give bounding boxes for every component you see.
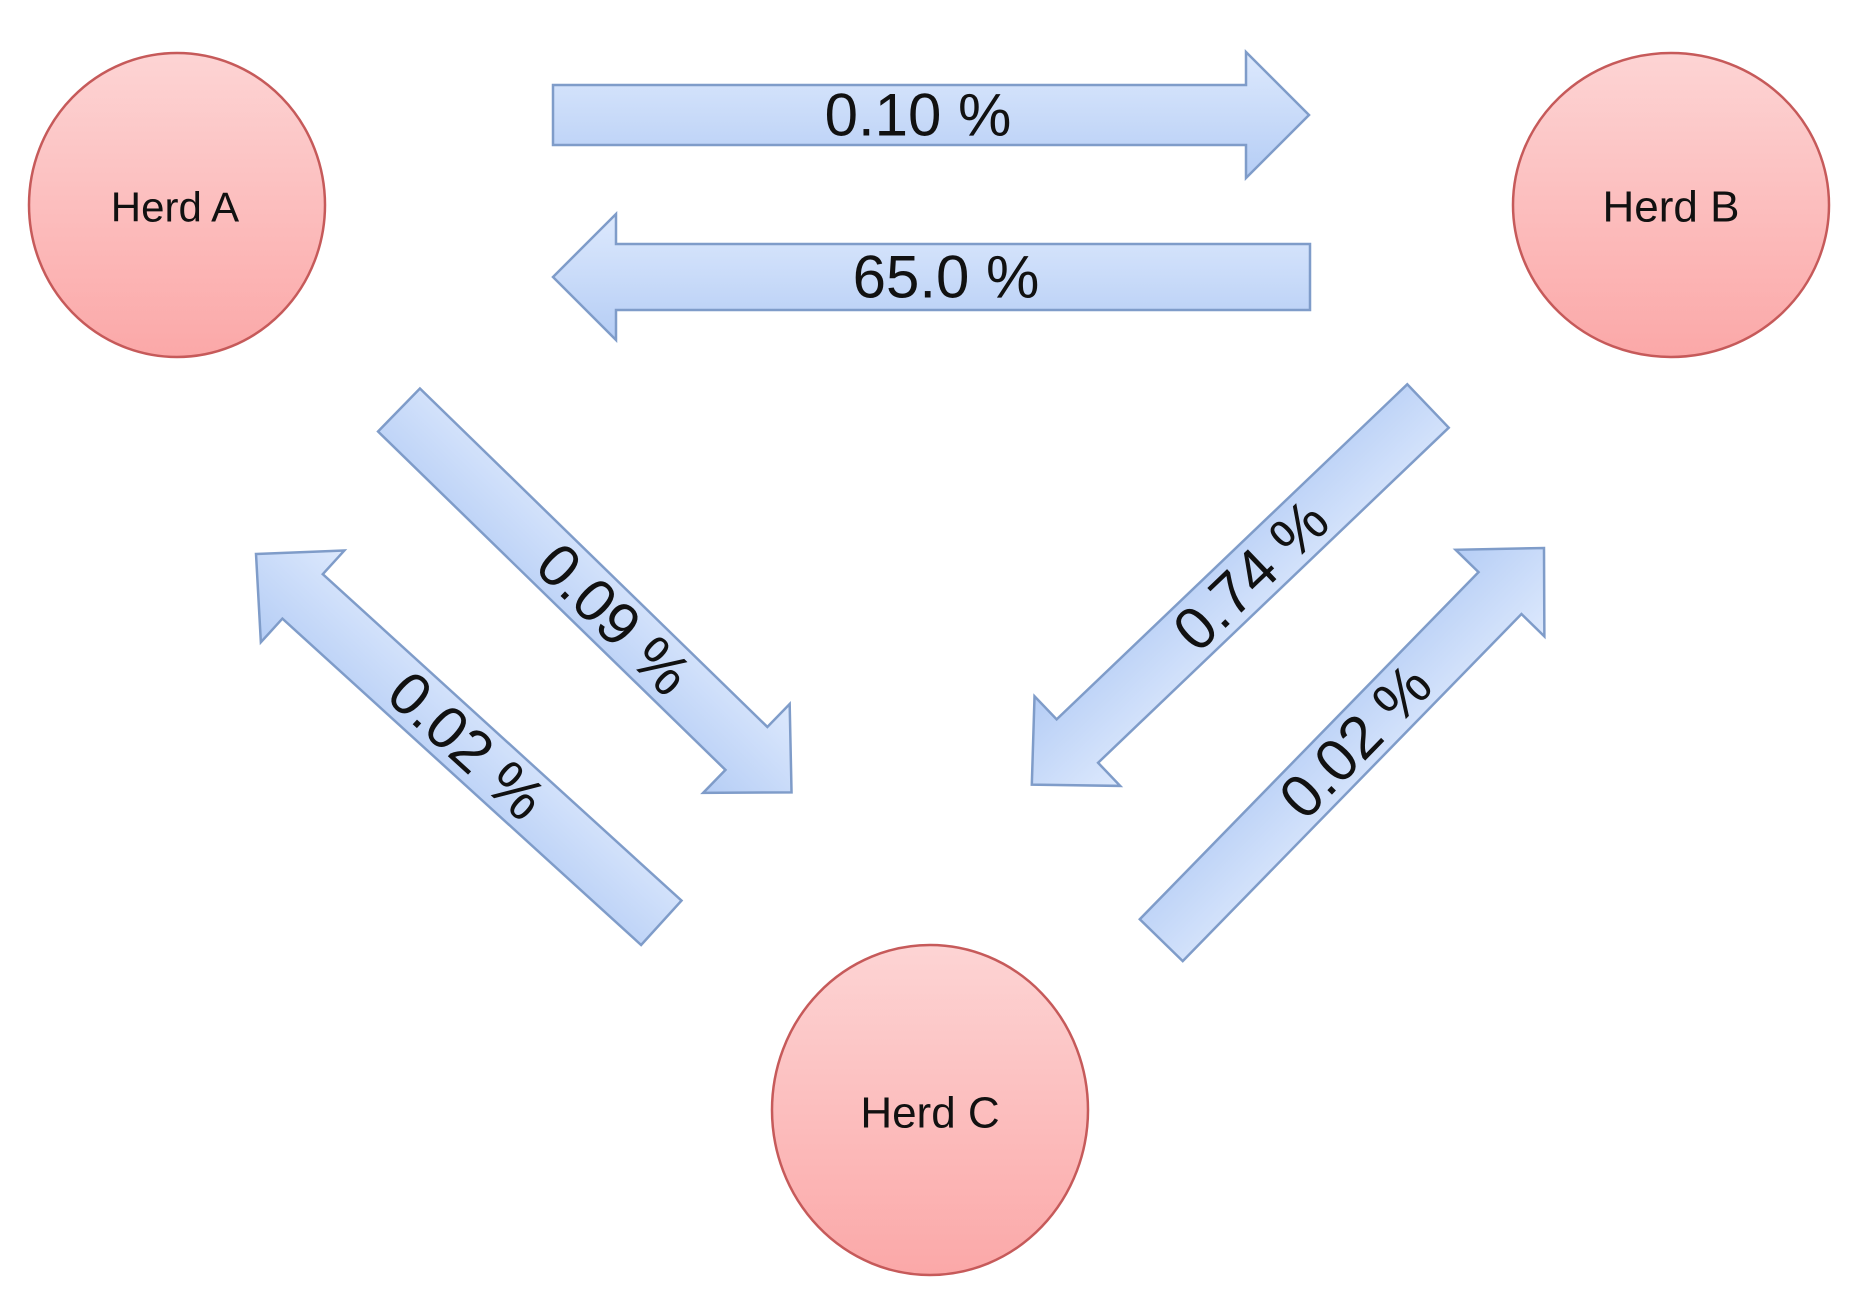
herd-a-label: Herd A [111, 184, 239, 231]
herd-c-label: Herd C [860, 1089, 999, 1138]
arrow-herd-b-to-herd-a: 65.0 % [551, 210, 1312, 344]
arrow-label-c-to-a: 0.02 % [375, 658, 558, 833]
herd-c-node: Herd C [770, 943, 1090, 1277]
arrow-herd-b-to-herd-c: 0.74 % [1030, 382, 1451, 788]
arrow-herd-a-to-herd-c: 0.09 % [376, 386, 793, 795]
arrow-label-a-to-b: 0.10 % [825, 82, 1012, 149]
arrow-herd-a-to-herd-b: 0.10 % [551, 48, 1311, 182]
arrow-herd-c-to-herd-a: 0.02 % [254, 549, 684, 947]
arrow-herd-c-to-herd-b: 0.02 % [1138, 546, 1546, 963]
arrow-label-b-to-c: 0.74 % [1160, 487, 1341, 664]
arrow-label-c-to-b: 0.02 % [1266, 651, 1444, 831]
herd-a-node: Herd A [27, 51, 327, 359]
arrow-label-b-to-a: 65.0 % [853, 244, 1040, 311]
arrow-label-a-to-c: 0.09 % [524, 530, 705, 708]
herd-b-label: Herd B [1603, 183, 1740, 232]
herd-b-node: Herd B [1511, 51, 1831, 359]
